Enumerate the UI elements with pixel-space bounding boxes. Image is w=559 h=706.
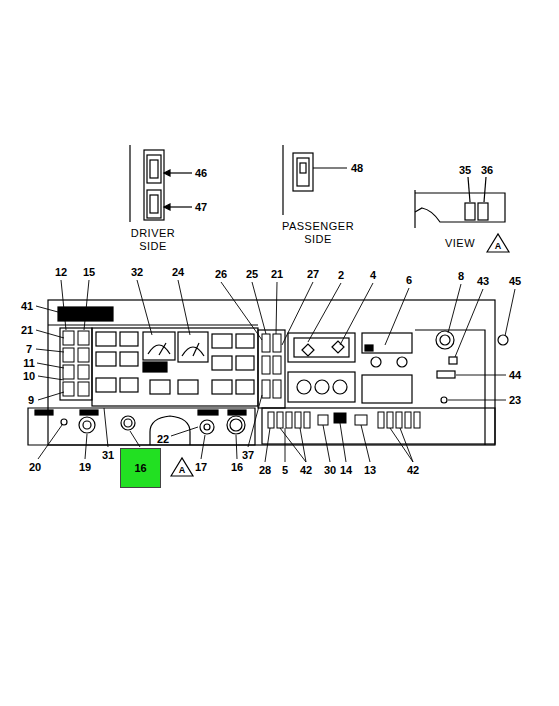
view-label: DRIVER SIDE [127, 227, 179, 253]
callout-number: 46 [195, 167, 207, 180]
callout-number: 17 [195, 461, 207, 474]
callout-number: 32 [131, 266, 143, 279]
view-label: VIEW [445, 237, 475, 250]
callout-number: 16 [134, 462, 146, 474]
callout-number: 42 [300, 464, 312, 477]
view-marker: A [179, 464, 186, 477]
callout-number: 44 [509, 369, 521, 382]
callout-number: 11 [23, 357, 35, 370]
callout-number: 36 [481, 164, 493, 177]
callout-number: 41 [21, 300, 33, 313]
view-marker: A [495, 240, 502, 253]
callout-number: 2 [338, 269, 344, 282]
callout-number: 35 [459, 164, 471, 177]
callout-number: 21 [271, 268, 283, 281]
callout-number: 9 [28, 394, 34, 407]
callout-number: 25 [246, 268, 258, 281]
callout-number: 42 [407, 464, 419, 477]
highlight-box: 16 [120, 448, 161, 488]
callout-number: 26 [215, 268, 227, 281]
callout-number: 14 [340, 464, 352, 477]
callout-number: 28 [259, 464, 271, 477]
callout-number: 8 [458, 270, 464, 283]
callout-number: 24 [172, 266, 184, 279]
callout-number: 12 [55, 266, 67, 279]
callout-number: 19 [79, 461, 91, 474]
view-label: PASSENGER SIDE [275, 220, 361, 246]
callout-number: 47 [195, 201, 207, 214]
callout-number: 4 [370, 269, 376, 282]
callout-number: 45 [509, 275, 521, 288]
callout-number: 6 [406, 274, 412, 287]
callout-number: 22 [157, 433, 169, 446]
callout-number: 21 [21, 324, 33, 337]
callout-number: 23 [509, 394, 521, 407]
callout-number: 5 [282, 464, 288, 477]
callout-number: 20 [29, 461, 41, 474]
callout-number: 16 [231, 461, 243, 474]
callout-number: 7 [26, 343, 32, 356]
callout-number: 31 [102, 449, 114, 462]
callout-number: 10 [23, 370, 35, 383]
callout-number: 37 [242, 449, 254, 462]
callout-number: 15 [83, 266, 95, 279]
callout-number: 48 [351, 162, 363, 175]
callout-number: 43 [477, 275, 489, 288]
callout-number: 13 [364, 464, 376, 477]
callout-number: 27 [307, 268, 319, 281]
callout-number: 30 [324, 464, 336, 477]
